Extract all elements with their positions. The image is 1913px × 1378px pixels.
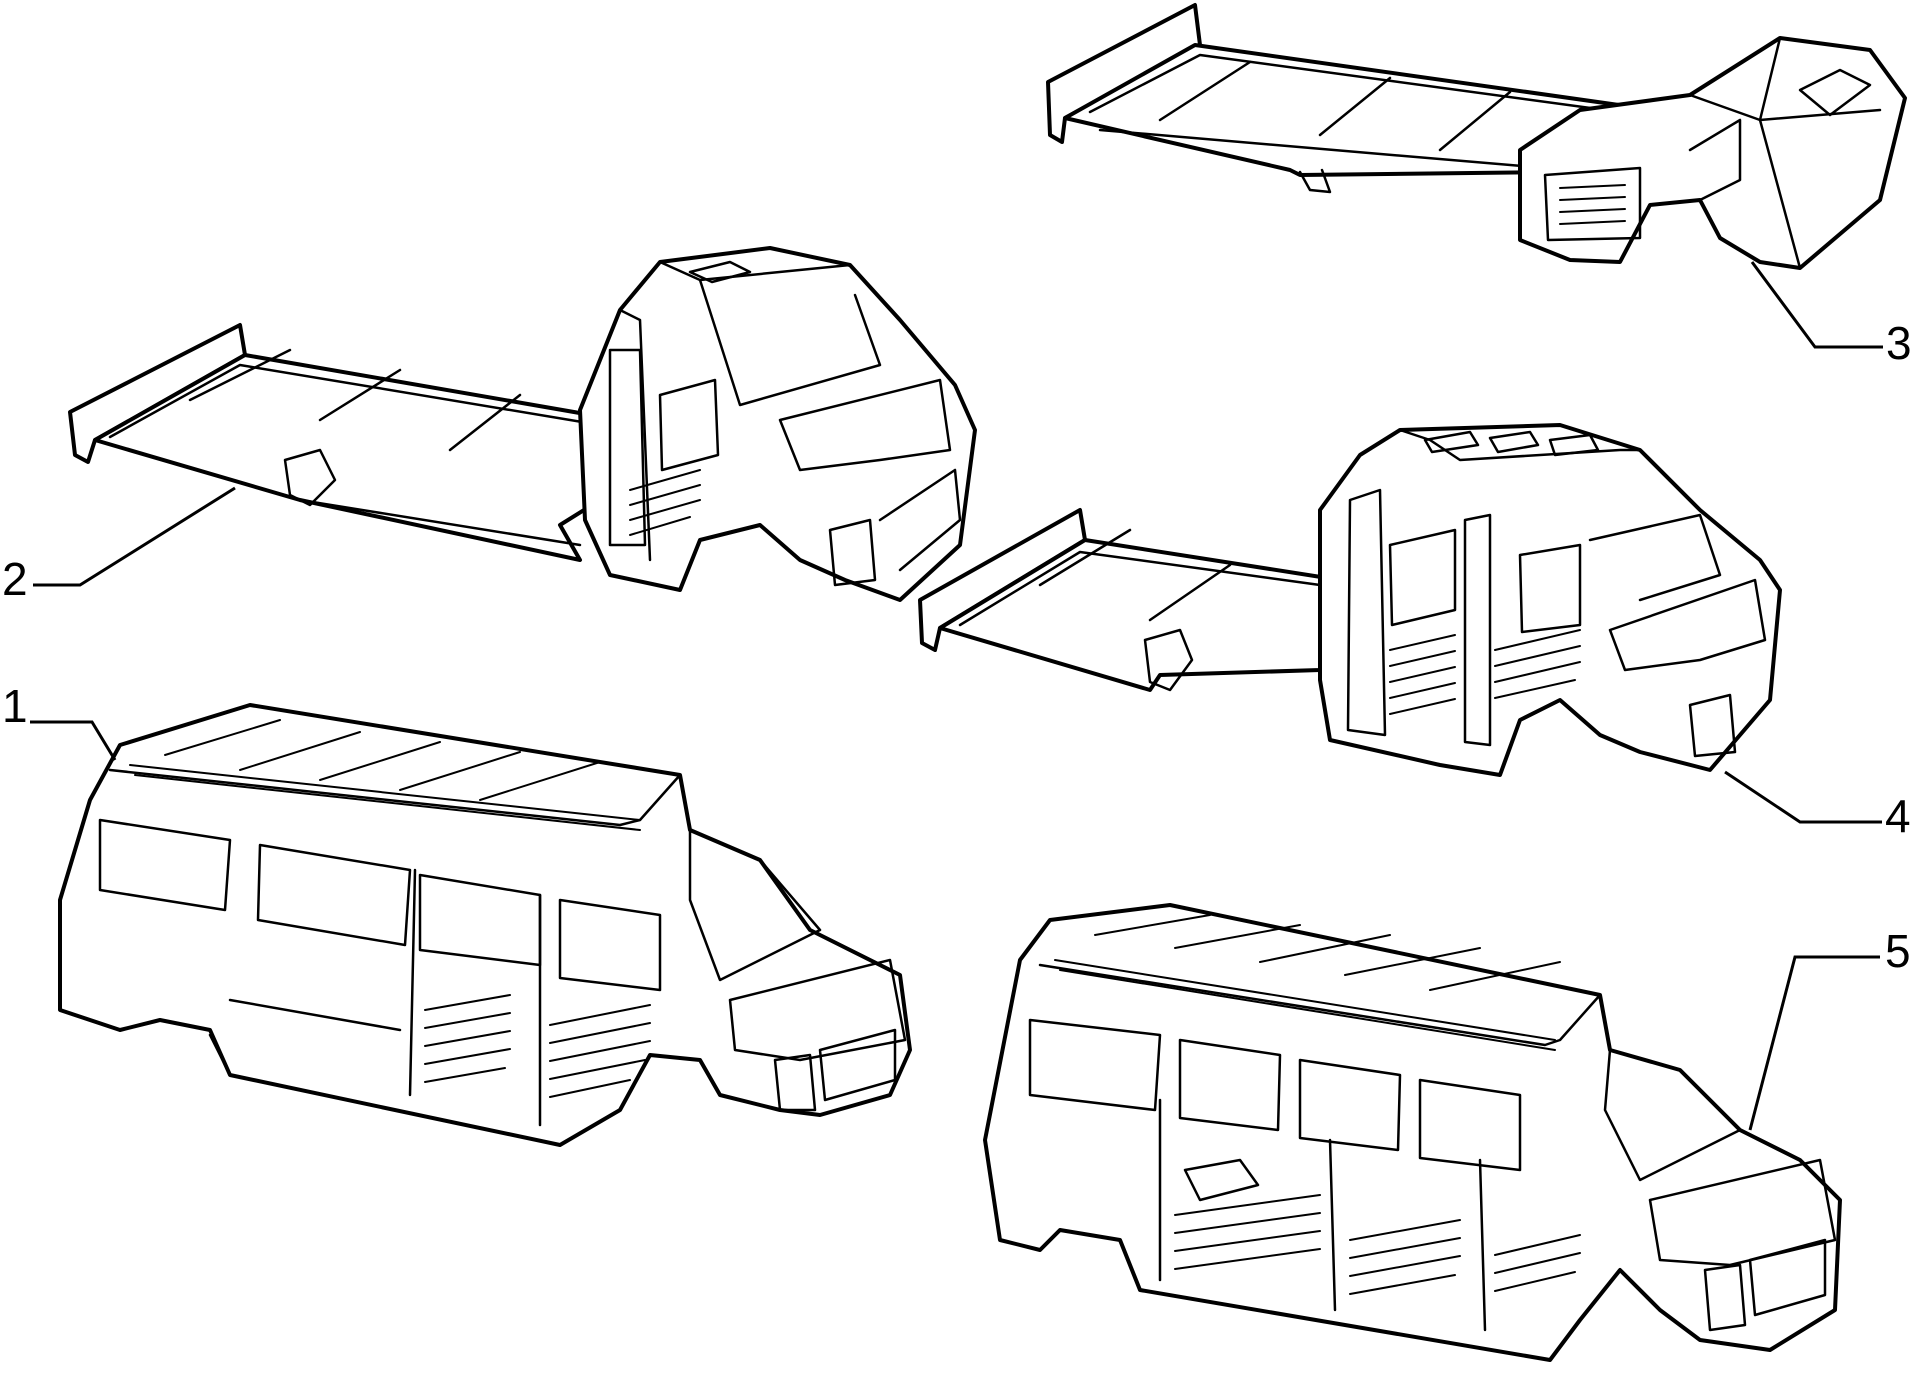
leader-line-5 <box>1748 955 1880 1131</box>
part-5-drawing <box>983 903 1842 1362</box>
leader-line-1 <box>30 720 117 761</box>
callout-label-4: 4 <box>1885 790 1911 842</box>
callout-label-2: 2 <box>2 553 28 605</box>
part-3-drawing <box>1046 3 1907 270</box>
callout-label-5: 5 <box>1885 925 1911 977</box>
callout-label-1: 1 <box>2 680 28 732</box>
callout-leaders <box>30 261 1883 1131</box>
part-1-drawing <box>58 703 912 1147</box>
part-4-drawing <box>918 423 1782 777</box>
callout-labels: 3 2 4 1 5 <box>2 317 1912 977</box>
callout-label-3: 3 <box>1886 317 1912 369</box>
leader-line-4 <box>1724 770 1882 824</box>
leader-line-2 <box>33 486 236 587</box>
leader-line-3 <box>1750 261 1883 349</box>
part-2-drawing <box>68 246 977 602</box>
